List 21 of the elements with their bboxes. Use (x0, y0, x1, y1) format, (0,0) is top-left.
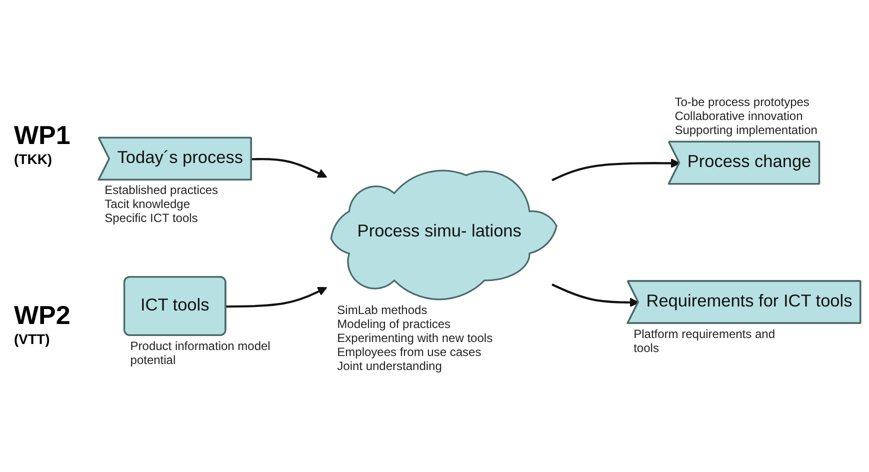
note-text: Modeling of practices (337, 316, 452, 331)
partner-label: (TKK) (14, 151, 54, 167)
note-text: To-be process prototypes (674, 95, 810, 110)
note-text: SimLab methods (337, 302, 428, 317)
note-text: Joint understanding (337, 358, 443, 373)
work-package-label: WP2 (14, 300, 70, 331)
work-package-label: WP1 (14, 120, 70, 151)
arrow (252, 158, 328, 178)
note-text: Tacit knowledge (104, 197, 192, 212)
note-text: Experimenting with new tools (337, 330, 493, 345)
note-text: Supporting implementation (674, 123, 818, 138)
note-text: Platform requirements and tools (634, 326, 776, 355)
note-text: Established practices (104, 183, 218, 198)
note-text: Collaborative innovation (674, 109, 804, 124)
partner-label: (VTT) (14, 331, 51, 347)
arrow (552, 283, 640, 307)
arrow (226, 286, 328, 308)
note-text: Specific ICT tools (104, 211, 199, 226)
note-text: Product information model potential (130, 338, 272, 367)
note-text: Employees from use cases (337, 344, 482, 359)
arrow (552, 158, 680, 181)
